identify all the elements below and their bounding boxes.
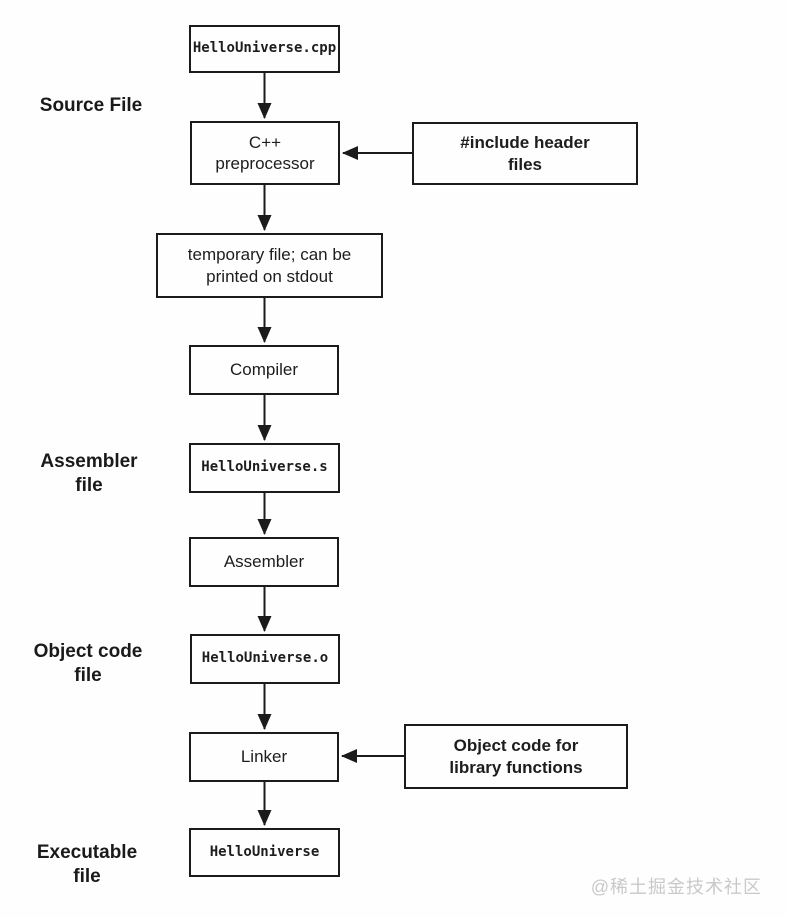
- watermark-text: @稀土掘金技术社区: [590, 877, 762, 897]
- label-assembler-file: Assembler file: [40, 451, 138, 496]
- label-source-file: Source File: [39, 95, 143, 116]
- object-file-box: HelloUniverse.o: [190, 634, 340, 684]
- label-executable-file: Executable file: [36, 842, 138, 887]
- library-object-code-box: Object code for library functions: [404, 724, 628, 789]
- linker-box: Linker: [189, 732, 339, 782]
- preprocessor-box: C++ preprocessor: [190, 121, 340, 185]
- assembler-box: Assembler: [189, 537, 339, 587]
- assembly-file-box: HelloUniverse.s: [189, 443, 340, 493]
- temporary-file-box: temporary file; can be printed on stdout: [156, 233, 383, 298]
- label-object-code-file: Object code file: [33, 641, 143, 686]
- source-file-box: HelloUniverse.cpp: [189, 25, 340, 73]
- executable-box: HelloUniverse: [189, 828, 340, 877]
- compiler-box: Compiler: [189, 345, 339, 395]
- include-header-files-box: #include header files: [412, 122, 638, 185]
